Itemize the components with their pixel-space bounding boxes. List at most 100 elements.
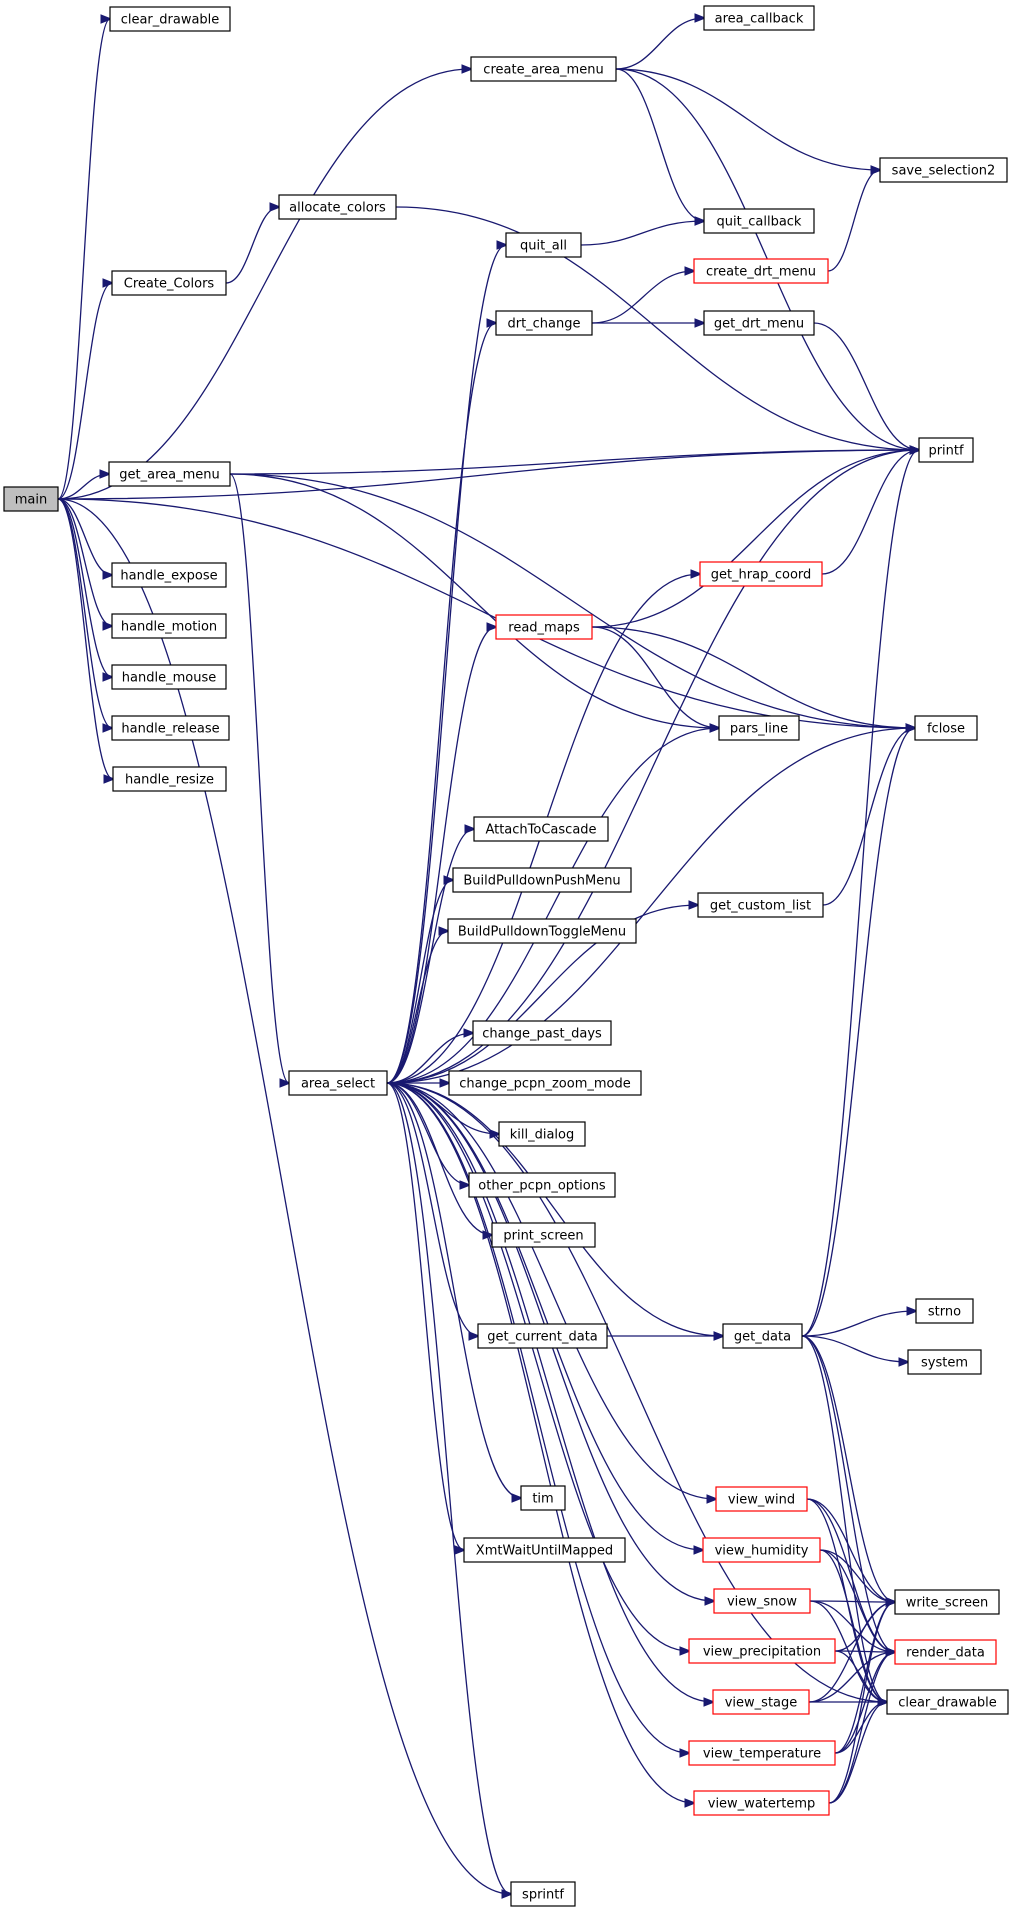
node-quit-all[interactable]: quit_all (505, 232, 582, 258)
node-label: Create_Colors (124, 277, 215, 292)
node-box (108, 461, 231, 487)
node-main[interactable]: main (3, 486, 59, 512)
node-create-drt-menu[interactable]: create_drt_menu (693, 258, 829, 284)
node-change-pcpn-zoom-mode[interactable]: change_pcpn_zoom_mode (448, 1070, 642, 1096)
node-clear-drawable-bottom[interactable]: clear_drawable (886, 1689, 1009, 1715)
node-handle-expose[interactable]: handle_expose (111, 562, 227, 588)
node-box (703, 5, 815, 31)
node-clear-drawable-top[interactable]: clear_drawable (109, 6, 231, 32)
node-box (111, 664, 227, 690)
node-view-temperature[interactable]: view_temperature (688, 1740, 836, 1766)
node-box (470, 56, 617, 82)
node-read-maps[interactable]: read_maps (495, 614, 593, 640)
node-fclose[interactable]: fclose (914, 715, 978, 741)
node-box (447, 918, 637, 944)
edge-area_select-to-print_screen (386, 1082, 492, 1235)
node-label: clear_drawable (121, 13, 220, 28)
node-get-data[interactable]: get_data (722, 1323, 803, 1349)
node-handle-motion[interactable]: handle_motion (111, 613, 227, 639)
node-box (693, 1790, 830, 1816)
node-label: get_custom_list (710, 899, 811, 914)
node-label: read_maps (508, 621, 580, 636)
node-box (713, 1588, 811, 1614)
node-box (894, 1589, 1000, 1615)
node-buildpulldowntogglemenu[interactable]: BuildPulldownToggleMenu (447, 918, 637, 944)
edge-allocate_colors-to-printf (395, 206, 919, 450)
edge-drt_change-to-create_drt_menu (591, 271, 694, 324)
node-label: system (921, 1356, 968, 1371)
node-area-select[interactable]: area_select (288, 1070, 388, 1096)
node-label: drt_change (507, 317, 580, 332)
edge-view_watertemp-to-write_screen (828, 1602, 895, 1804)
node-change-past-days[interactable]: change_past_days (472, 1020, 612, 1046)
node-label: handle_mouse (122, 671, 216, 686)
node-print-screen[interactable]: print_screen (491, 1222, 596, 1248)
node-get-drt-menu[interactable]: get_drt_menu (703, 310, 815, 336)
node-get-area-menu[interactable]: get_area_menu (108, 461, 231, 487)
node-box (886, 1689, 1009, 1715)
node-box (472, 1020, 612, 1046)
edge-area_select-to-read_maps (386, 627, 496, 1084)
node-write-screen[interactable]: write_screen (894, 1589, 1000, 1615)
node-system[interactable]: system (907, 1349, 982, 1375)
node-kill-dialog[interactable]: kill_dialog (498, 1121, 586, 1147)
node-box (703, 310, 815, 336)
node-box (703, 208, 815, 234)
node-create-area-menu[interactable]: create_area_menu (470, 56, 617, 82)
edge-get_area_menu-to-area_select (229, 473, 289, 1083)
node-label: sprintf (522, 1888, 564, 1903)
edge-get_area_menu-to-fclose (229, 473, 915, 728)
node-other-pcpn-options[interactable]: other_pcpn_options (468, 1172, 616, 1198)
node-label: get_current_data (487, 1330, 598, 1345)
node-handle-mouse[interactable]: handle_mouse (111, 664, 227, 690)
node-label: write_screen (906, 1596, 988, 1611)
node-get-hrap-coord[interactable]: get_hrap_coord (699, 561, 823, 587)
node-strno[interactable]: strno (915, 1298, 974, 1324)
node-printf[interactable]: printf (918, 437, 974, 463)
node-view-humidity[interactable]: view_humidity (702, 1537, 821, 1563)
edge-view_humidity-to-write_screen (819, 1549, 895, 1602)
node-get-custom-list[interactable]: get_custom_list (697, 892, 824, 918)
node-area-callback[interactable]: area_callback (703, 5, 815, 31)
node-buildpulldownpushmenu[interactable]: BuildPulldownPushMenu (452, 867, 632, 893)
node-box (495, 614, 593, 640)
node-allocate-colors[interactable]: allocate_colors (278, 194, 397, 220)
node-box (894, 1639, 997, 1665)
node-view-watertemp[interactable]: view_watertemp (693, 1790, 830, 1816)
node-label: save_selection2 (892, 164, 996, 179)
node-view-precipitation[interactable]: view_precipitation (688, 1638, 836, 1664)
edge-area_select-to-pars_line (386, 728, 719, 1084)
node-label: get_data (734, 1330, 791, 1345)
edge-main-to-handle_motion (57, 498, 112, 626)
edge-get_drt_menu-to-printf (813, 322, 919, 450)
node-box (498, 1121, 586, 1147)
edge-area_select-to-drt_change (386, 323, 496, 1084)
node-box (915, 1298, 974, 1324)
node-handle-release[interactable]: handle_release (111, 715, 230, 741)
node-xmtwaituntilmapped[interactable]: XmtWaitUntilMapped (463, 1537, 626, 1563)
node-label: handle_expose (120, 569, 217, 584)
node-tim[interactable]: tim (520, 1485, 566, 1511)
node-drt-change[interactable]: drt_change (495, 310, 593, 336)
node-quit-callback[interactable]: quit_callback (703, 208, 815, 234)
node-pars-line[interactable]: pars_line (718, 715, 800, 741)
edge-create_area_menu-to-area_callback (615, 18, 704, 70)
node-view-wind[interactable]: view_wind (715, 1486, 808, 1512)
node-view-stage[interactable]: view_stage (712, 1689, 810, 1715)
node-label: create_area_menu (483, 63, 603, 78)
node-create-colors[interactable]: Create_Colors (111, 270, 227, 296)
node-box (520, 1485, 566, 1511)
node-get-current-data[interactable]: get_current_data (477, 1323, 608, 1349)
node-box (715, 1486, 808, 1512)
edge-get_data-to-fclose (801, 728, 915, 1337)
edge-main-to-handle_expose (57, 498, 112, 575)
node-save-selection2[interactable]: save_selection2 (879, 157, 1008, 183)
node-handle-resize[interactable]: handle_resize (112, 766, 227, 792)
edge-create_drt_menu-to-save_selection2 (827, 170, 880, 272)
node-sprintf[interactable]: sprintf (510, 1881, 576, 1907)
node-view-snow[interactable]: view_snow (713, 1588, 811, 1614)
node-render-data[interactable]: render_data (894, 1639, 997, 1665)
node-label: handle_resize (125, 773, 214, 788)
edge-get_area_menu-to-printf (229, 450, 919, 475)
node-attachtocascade[interactable]: AttachToCascade (473, 816, 609, 842)
